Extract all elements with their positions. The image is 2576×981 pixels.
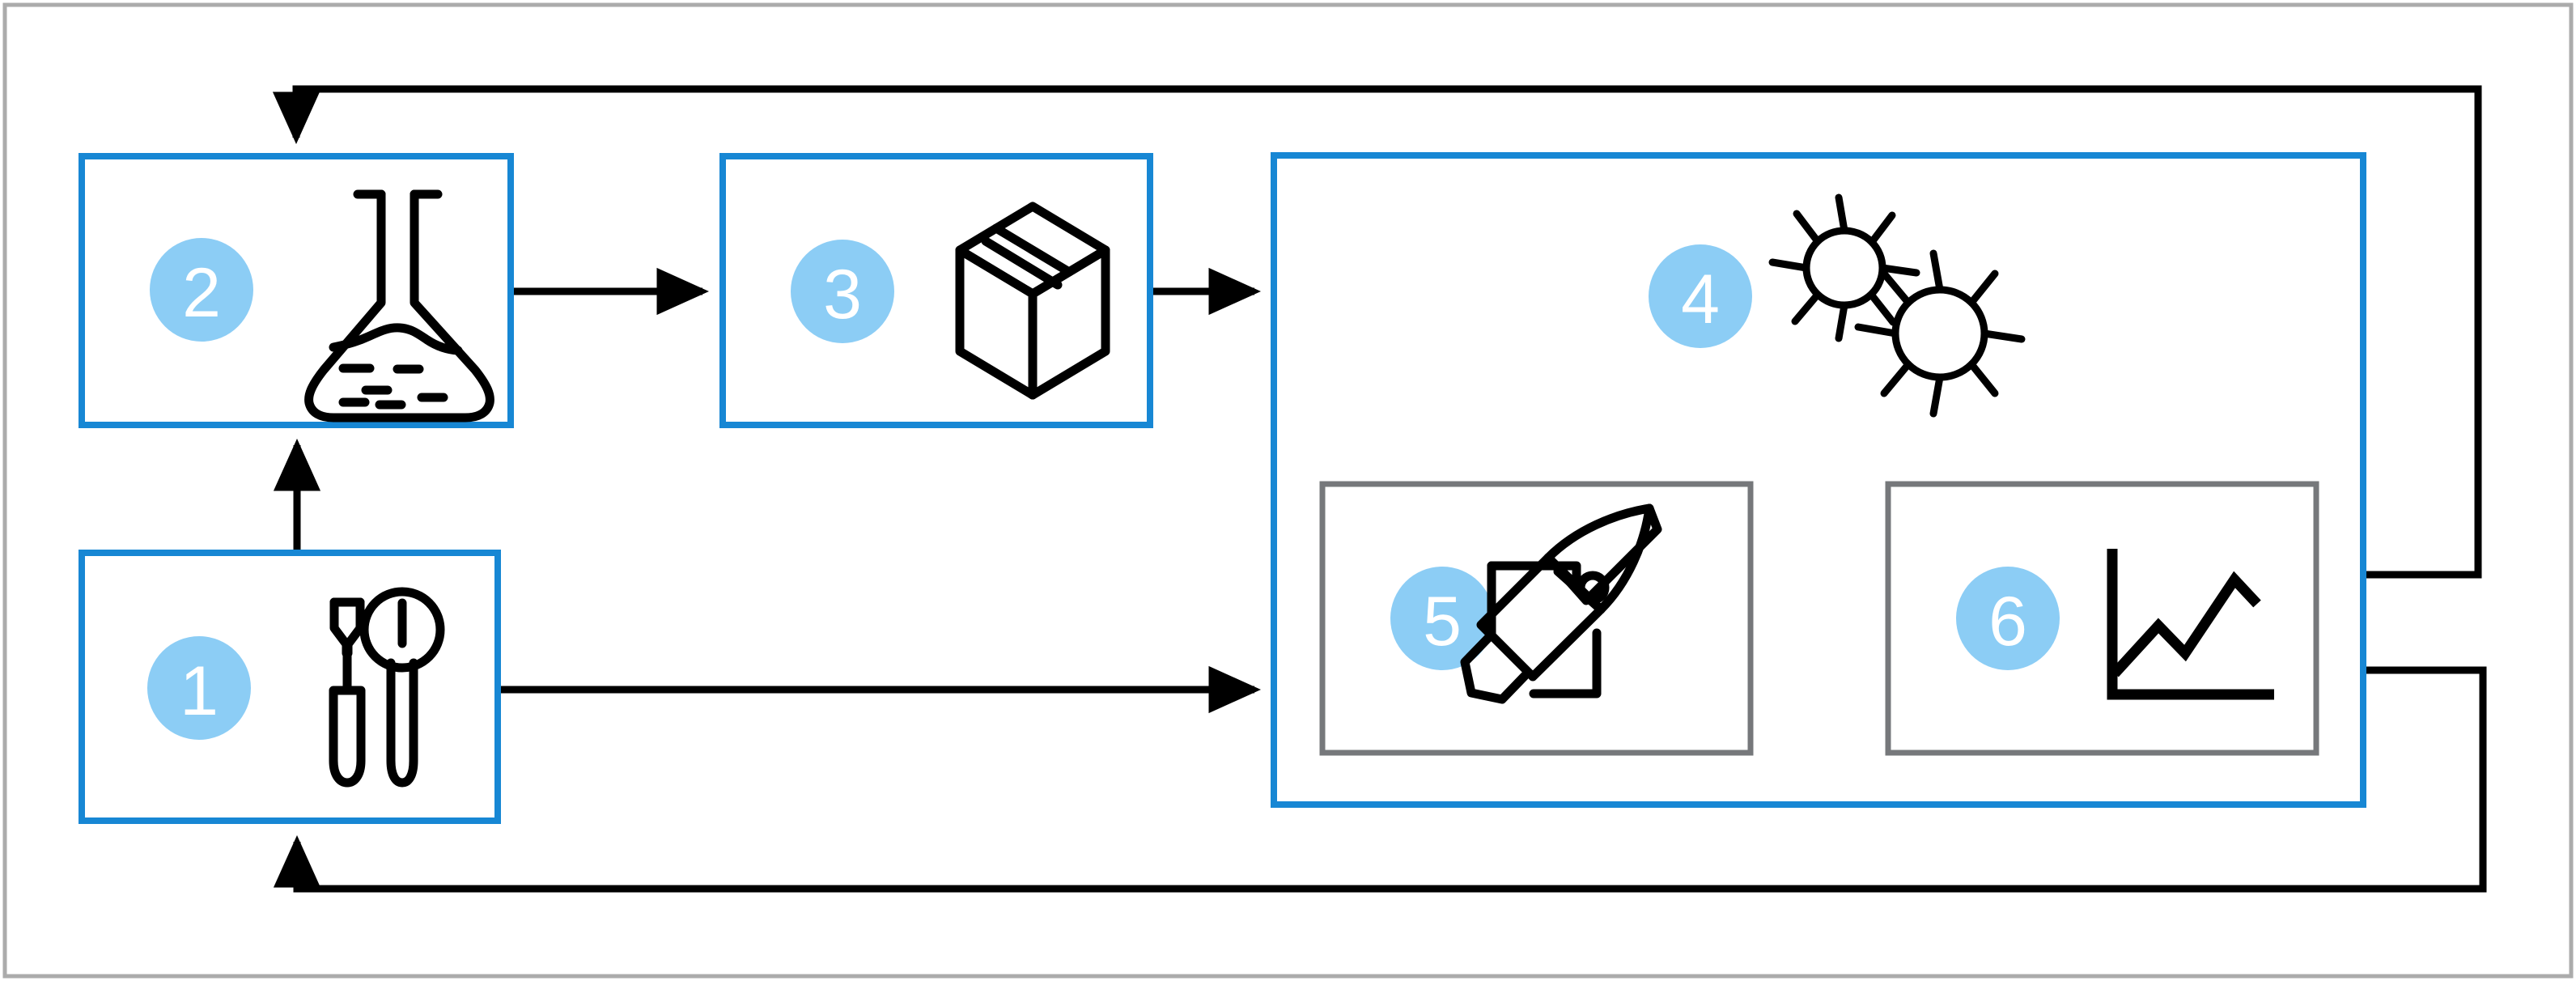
erlenmeyer-flask-icon [304, 189, 494, 423]
node-5-badge: 5 [1390, 567, 1494, 670]
badge-circle [791, 240, 894, 343]
node-2-badge: 2 [150, 238, 253, 342]
node-3[interactable]: 3 [719, 153, 1153, 428]
node-5-box[interactable] [1319, 481, 1754, 756]
node-3-badge-label: 3 [823, 256, 862, 333]
node-5[interactable]: 5 [1319, 481, 1754, 756]
node-6-badge-label: 6 [1988, 583, 2027, 660]
package-box-icon [955, 202, 1110, 400]
badge-circle [150, 238, 253, 342]
node-6-box[interactable] [1885, 481, 2319, 756]
node-2-badge-label: 2 [182, 254, 221, 332]
node-6-badge: 6 [1956, 567, 2060, 670]
edge-6-to-2-feedback [272, 85, 2482, 579]
node-2-box[interactable] [79, 153, 514, 428]
node-4-badge: 4 [1649, 244, 1752, 348]
node-4-badge-label: 4 [1681, 261, 1720, 338]
node-3-badge: 3 [791, 240, 894, 343]
node-5-badge-label: 5 [1423, 583, 1462, 660]
node-1[interactable]: 1 [79, 550, 501, 824]
badge-circle [147, 636, 251, 740]
badge-circle [1390, 567, 1494, 670]
badge-circle [1649, 244, 1752, 348]
node-6[interactable]: 6 [1885, 481, 2319, 756]
badge-circle [1956, 567, 2060, 670]
node-3-box[interactable] [719, 153, 1153, 428]
lab-tools-icon [329, 587, 445, 788]
node-2[interactable]: 2 [79, 153, 514, 428]
node-1-badge: 1 [147, 636, 251, 740]
edge-6-to-1-feedback [273, 666, 2487, 893]
rocket-icon [1460, 503, 1662, 704]
line-chart-icon [2107, 549, 2274, 700]
node-1-badge-label: 1 [180, 652, 219, 730]
microbes-icon [1768, 193, 2026, 418]
node-1-box[interactable] [79, 550, 501, 824]
